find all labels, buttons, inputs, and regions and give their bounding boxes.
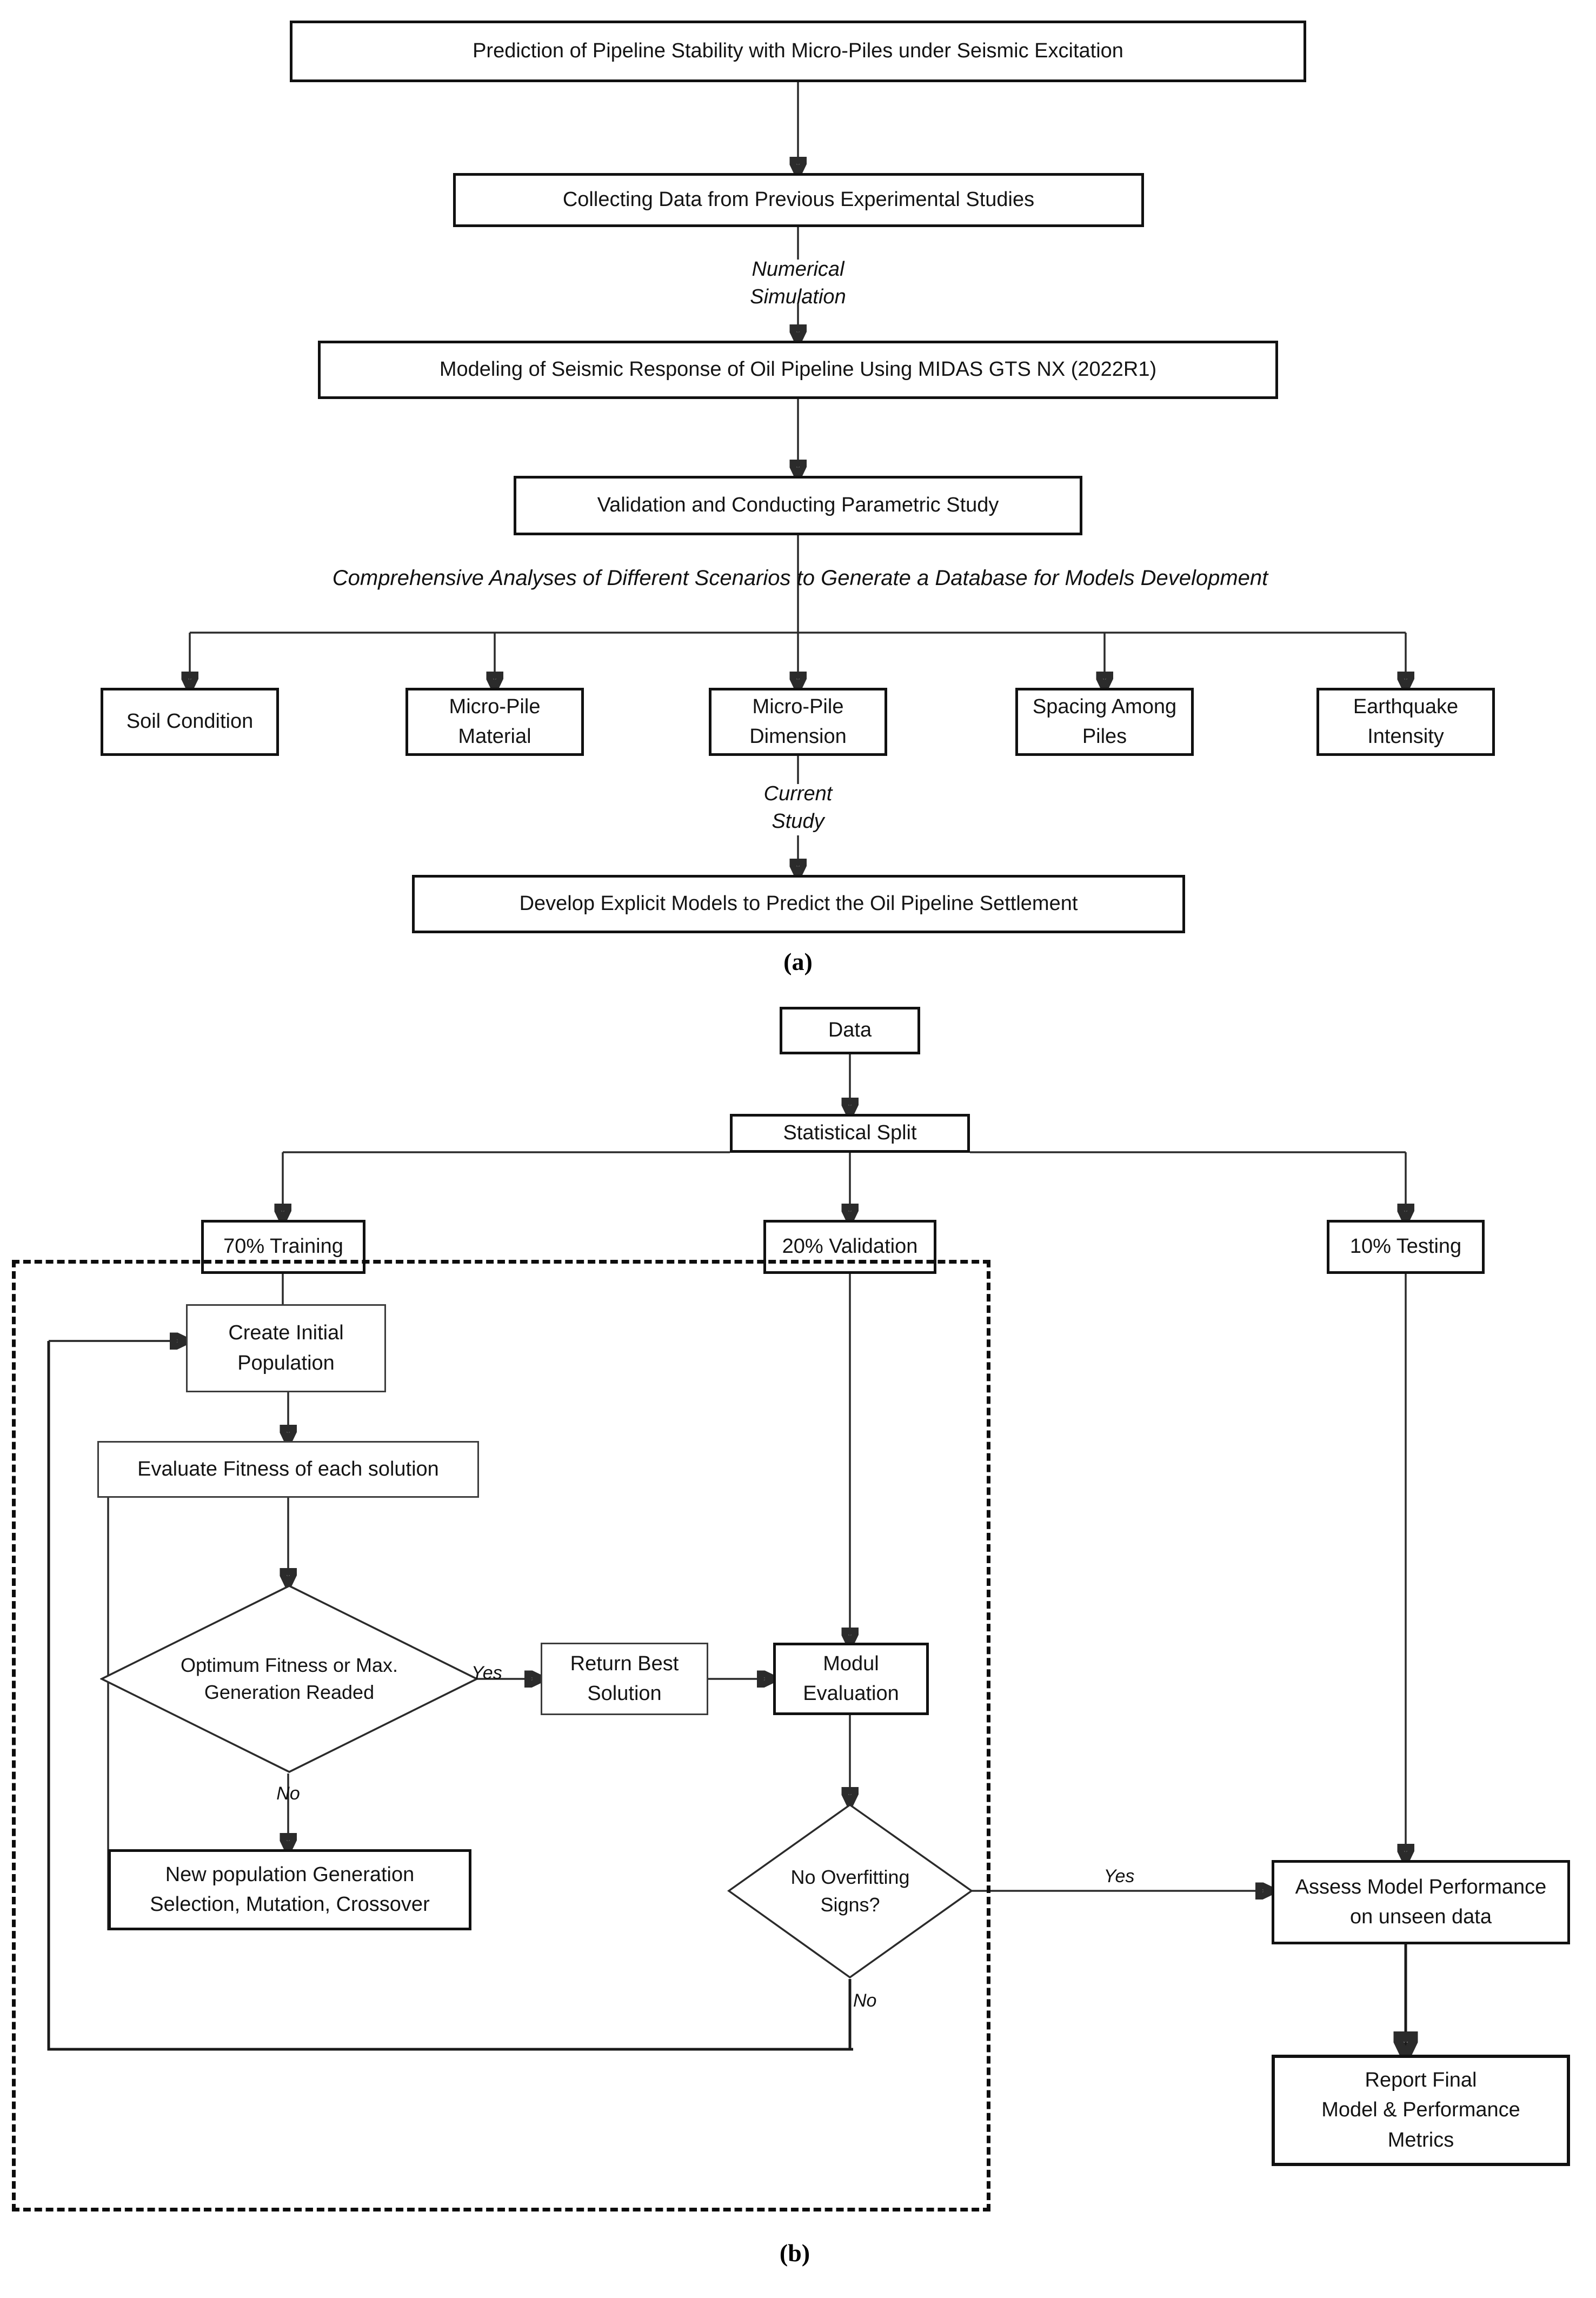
node-new-population-generation: New population Generation Selection, Mut… (108, 1849, 471, 1930)
param-box-micro-pile-material: Micro-Pile Material (405, 688, 584, 756)
edge-label-comprehensive-analyses: Comprehensive Analyses of Different Scen… (332, 566, 1268, 590)
panel-b-caption: (b) (779, 2239, 810, 2267)
node-assess-model-performance: Assess Model Performance on unseen data (1272, 1860, 1570, 1944)
panel-a-caption: (a) (783, 948, 813, 975)
node-create-initial-population: Create Initial Population (186, 1304, 386, 1392)
edge-label-numerical-simulation: Numerical Simulation (750, 258, 846, 309)
node-10-testing: 10% Testing (1327, 1220, 1485, 1274)
node-collect-data: Collecting Data from Previous Experiment… (453, 173, 1144, 227)
node-return-best-solution: Return Best Solution (541, 1643, 708, 1715)
node-modeling-seismic: Modeling of Seismic Response of Oil Pipe… (318, 341, 1278, 399)
param-box-earthquake-intensity: Earthquake Intensity (1316, 688, 1495, 756)
node-statistical-split: Statistical Split (730, 1114, 970, 1153)
decision-optimum-fitness-label: Optimum Fitness or Max. Generation Reade… (180, 1653, 398, 1703)
node-data: Data (780, 1007, 920, 1054)
node-70-training: 70% Training (201, 1220, 365, 1274)
node-report-final-model: Report Final Model & Performance Metrics (1272, 2055, 1570, 2166)
param-box-micro-pile-dimension: Micro-Pile Dimension (709, 688, 887, 756)
param-box-soil-condition: Soil Condition (101, 688, 279, 756)
node-develop-explicit-models: Develop Explicit Models to Predict the O… (412, 875, 1185, 933)
edge-label-no-fitness: No (276, 1783, 300, 1804)
node-title: Prediction of Pipeline Stability with Mi… (290, 21, 1306, 82)
edge-label-yes-fitness: Yes (471, 1663, 502, 1683)
node-modul-evaluation: Modul Evaluation (773, 1643, 929, 1715)
decision-no-overfitting-label: No Overfitting Signs? (790, 1866, 910, 1916)
node-20-validation: 20% Validation (763, 1220, 936, 1274)
param-box-spacing-among-piles: Spacing Among Piles (1015, 688, 1194, 756)
decision-no-overfitting: No Overfitting Signs? (727, 1803, 973, 1979)
genetic-algorithm-group (12, 1260, 990, 2211)
edge-label-yes-overfitting: Yes (1103, 1866, 1135, 1887)
node-evaluate-fitness: Evaluate Fitness of each solution (97, 1441, 479, 1498)
decision-optimum-fitness: Optimum Fitness or Max. Generation Reade… (100, 1584, 478, 1774)
edge-label-current-study: Current Study (763, 782, 833, 833)
node-validation-parametric: Validation and Conducting Parametric Stu… (514, 476, 1082, 535)
edge-label-no-overfitting: No (853, 1990, 877, 2011)
